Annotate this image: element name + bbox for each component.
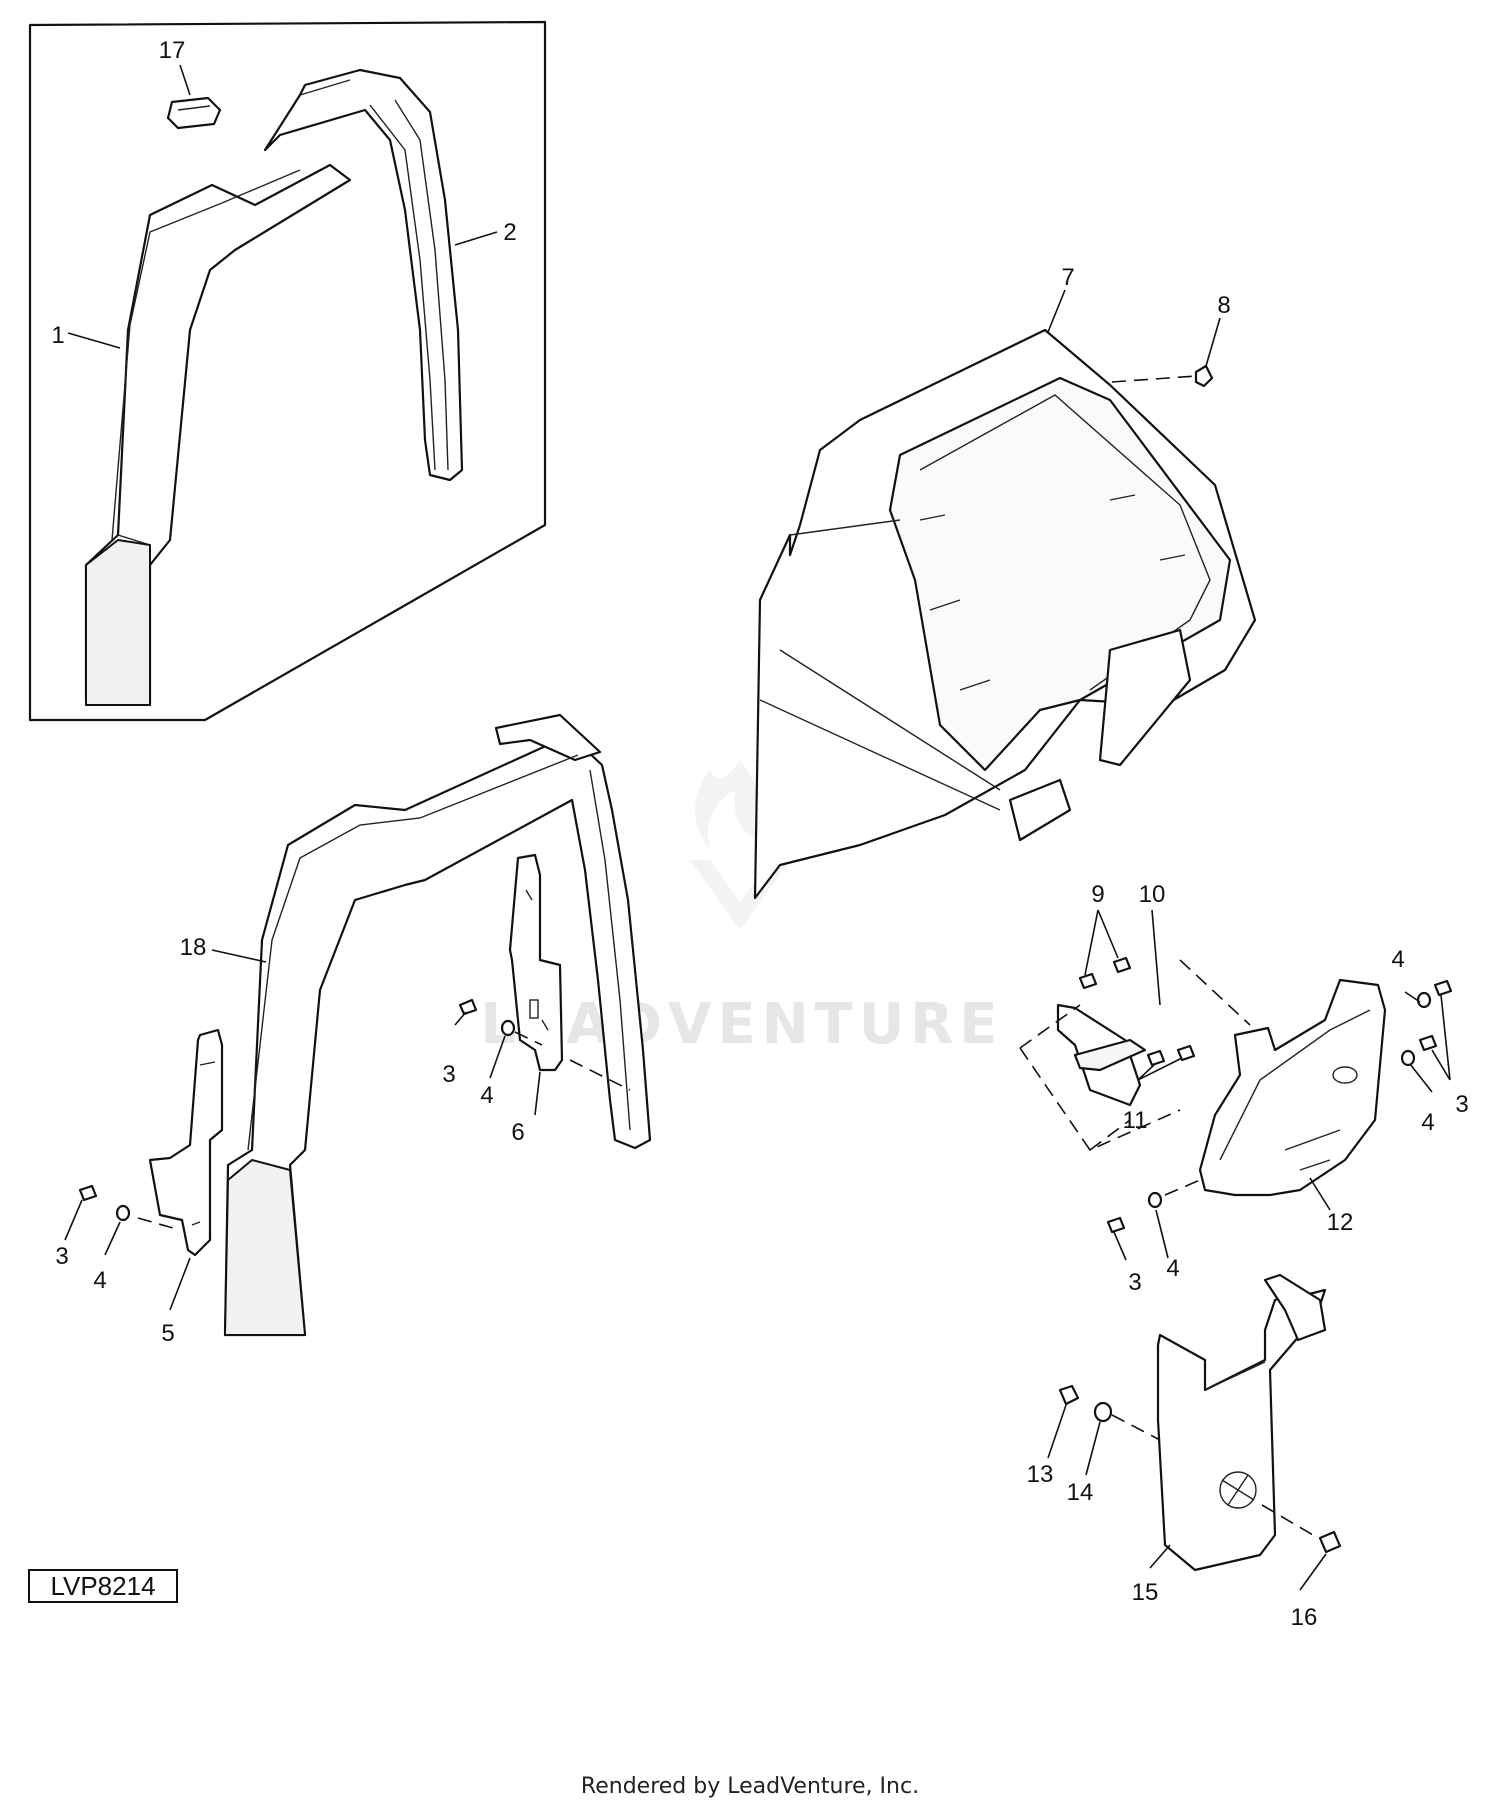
install-dash-10-12 bbox=[1019, 959, 1251, 1152]
part-16-plug bbox=[1318, 1530, 1342, 1554]
callout-13: 13 bbox=[1027, 1461, 1054, 1488]
callout-6: 6 bbox=[511, 1119, 524, 1146]
callout-17: 17 bbox=[159, 37, 186, 64]
watermark-text: LEADVENTURE bbox=[480, 992, 1003, 1057]
callout-14: 14 bbox=[1067, 1479, 1094, 1506]
callout-16: 16 bbox=[1291, 1604, 1318, 1631]
callouts: 17 2 1 7 8 18 3 4 6 3 4 5 9 10 11 4 4 3 … bbox=[51, 37, 1468, 1631]
callout-5: 5 bbox=[161, 1320, 174, 1347]
callout-11: 11 bbox=[1123, 1107, 1148, 1134]
part-17-clip bbox=[166, 96, 222, 130]
part-14-washer bbox=[1093, 1401, 1113, 1423]
callout-4-e: 4 bbox=[1166, 1255, 1179, 1282]
callout-18: 18 bbox=[180, 934, 207, 961]
inset-box bbox=[28, 20, 547, 722]
part-1-pillar-trim bbox=[84, 163, 352, 707]
part-10-bracket bbox=[1056, 1003, 1147, 1107]
leader-lines bbox=[64, 64, 1451, 1591]
part-7-cab-shell bbox=[753, 328, 1257, 900]
leader-8-dash bbox=[1111, 375, 1197, 383]
callout-10: 10 bbox=[1139, 881, 1166, 908]
callout-3-a: 3 bbox=[442, 1061, 455, 1088]
callout-4-b: 4 bbox=[93, 1267, 106, 1294]
hardware-left bbox=[78, 998, 631, 1231]
part-9-11-bolts bbox=[1078, 956, 1196, 1067]
diagram-reference-code: LVP8214 bbox=[28, 1569, 178, 1603]
callout-8: 8 bbox=[1217, 292, 1230, 319]
part-13-grommet bbox=[1058, 1384, 1080, 1406]
callout-15: 15 bbox=[1132, 1579, 1159, 1606]
callout-4-a: 4 bbox=[480, 1082, 493, 1109]
part-18-pillar-trim bbox=[223, 713, 652, 1337]
footer-credit: Rendered by LeadVenture, Inc. bbox=[580, 1774, 920, 1799]
install-dash-15 bbox=[1111, 1414, 1319, 1539]
callout-3-c: 3 bbox=[1455, 1091, 1468, 1118]
part-2-pillar-seal bbox=[263, 68, 464, 482]
callout-12: 12 bbox=[1327, 1209, 1354, 1236]
callout-2: 2 bbox=[503, 219, 516, 246]
callout-3-b: 3 bbox=[55, 1243, 68, 1270]
part-12-lower-cover bbox=[1198, 978, 1387, 1197]
part-8-plug bbox=[1194, 364, 1214, 388]
part-15-lower-panel bbox=[1156, 1273, 1327, 1572]
callout-9: 9 bbox=[1091, 881, 1104, 908]
part-6-bracket bbox=[508, 853, 564, 1072]
callout-1: 1 bbox=[51, 322, 64, 349]
callout-7: 7 bbox=[1061, 264, 1074, 291]
callout-3-d: 3 bbox=[1128, 1269, 1141, 1296]
callout-4-c: 4 bbox=[1391, 946, 1404, 973]
part-5-bracket bbox=[148, 1028, 224, 1257]
callout-4-d: 4 bbox=[1421, 1109, 1434, 1136]
